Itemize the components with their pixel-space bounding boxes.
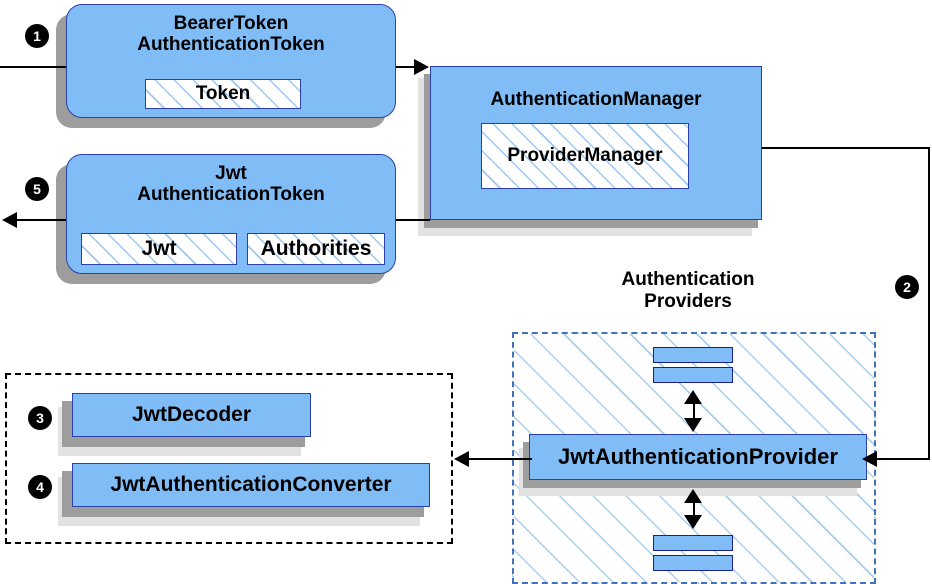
manager-to-provider-line-right: [928, 147, 930, 459]
jwt-token-title-line2: AuthenticationToken: [137, 184, 325, 206]
manager-to-provider-arrow: [862, 451, 877, 467]
step-badge-2-label: 2: [903, 279, 911, 295]
authentication-providers-title-line2: Providers: [644, 291, 732, 312]
peer-provider-bottom-bar-2[interactable]: [653, 555, 733, 571]
jwt-token-title: Jwt AuthenticationToken: [67, 163, 395, 206]
jwt-authentication-converter-group: JwtAuthenticationConverter: [58, 463, 430, 526]
authentication-providers-title-line1: Authentication: [621, 269, 755, 291]
peer-provider-top-bar-1[interactable]: [653, 347, 733, 363]
result-line-right: [396, 219, 430, 221]
jwt-inner-box[interactable]: Jwt: [81, 233, 237, 265]
jwt-decoder-group: JwtDecoder: [58, 393, 311, 456]
jwt-token-title-line1: Jwt: [215, 163, 247, 184]
token-inner-label: Token: [195, 83, 251, 104]
step-badge-5: 5: [26, 178, 48, 200]
step-badge-1-label: 1: [33, 28, 41, 44]
token-inner-box[interactable]: Token: [145, 79, 301, 109]
jwt-decoder-label: JwtDecoder: [131, 403, 252, 426]
request-in-line: [0, 66, 66, 68]
step-badge-4: 4: [29, 476, 51, 498]
bearer-token-title: BearerToken AuthenticationToken: [67, 13, 395, 56]
step-badge-4-label: 4: [36, 479, 44, 495]
jwt-authentication-provider-box[interactable]: JwtAuthenticationProvider: [529, 434, 867, 480]
manager-to-provider-line-top: [762, 147, 930, 149]
jwt-support-container: [5, 373, 453, 544]
authorities-inner-label: Authorities: [260, 237, 372, 260]
provider-peer-top-arrow-down: [684, 418, 702, 432]
authentication-manager-label: AuthenticationManager: [490, 89, 702, 110]
step-badge-5-label: 5: [33, 181, 41, 197]
provider-peer-bottom-line: [693, 495, 695, 523]
bearer-token-title-line1: BearerToken: [173, 13, 289, 34]
jwt-authentication-provider-group: JwtAuthenticationProvider: [519, 434, 867, 496]
provider-to-support-line: [468, 458, 532, 460]
jwt-token-box[interactable]: Jwt AuthenticationToken Jwt Authorities: [66, 154, 396, 274]
jwt-token-group: Jwt AuthenticationToken Jwt Authorities: [56, 154, 396, 284]
step-badge-3: 3: [29, 407, 51, 429]
jwt-authentication-converter-box[interactable]: JwtAuthenticationConverter: [72, 463, 430, 507]
step-badge-2: 2: [896, 276, 918, 298]
step-badge-1: 1: [26, 25, 48, 47]
authentication-manager-group: AuthenticationManager ProviderManager: [418, 66, 762, 236]
provider-peer-top-line: [693, 396, 695, 426]
provider-peer-bottom-arrow-down: [684, 515, 702, 529]
authentication-manager-box[interactable]: AuthenticationManager ProviderManager: [430, 66, 762, 220]
token-to-manager-arrow: [414, 59, 429, 75]
jwt-decoder-box[interactable]: JwtDecoder: [72, 393, 311, 437]
provider-manager-label: ProviderManager: [507, 145, 663, 166]
jwt-inner-label: Jwt: [141, 237, 177, 260]
manager-to-provider-line-bottom: [876, 458, 930, 460]
jwt-authentication-converter-label: JwtAuthenticationConverter: [110, 473, 392, 496]
step-badge-3-label: 3: [36, 410, 44, 426]
result-out-line: [16, 219, 66, 221]
result-out-arrow: [2, 212, 17, 228]
bearer-token-box[interactable]: BearerToken AuthenticationToken Token: [66, 4, 396, 118]
authentication-manager-title: AuthenticationManager: [431, 89, 761, 110]
provider-manager-box[interactable]: ProviderManager: [481, 123, 689, 189]
authorities-inner-box[interactable]: Authorities: [247, 233, 385, 265]
token-to-manager-line: [396, 66, 418, 68]
jwt-authentication-provider-label: JwtAuthenticationProvider: [558, 444, 838, 469]
provider-to-support-arrow: [454, 451, 469, 467]
bearer-token-title-line2: AuthenticationToken: [137, 34, 325, 56]
peer-provider-top-bar-2[interactable]: [653, 367, 733, 383]
bearer-token-group: BearerToken AuthenticationToken Token: [56, 4, 396, 128]
authentication-providers-title: Authentication Providers: [588, 266, 788, 316]
peer-provider-bottom-bar-1[interactable]: [653, 535, 733, 551]
